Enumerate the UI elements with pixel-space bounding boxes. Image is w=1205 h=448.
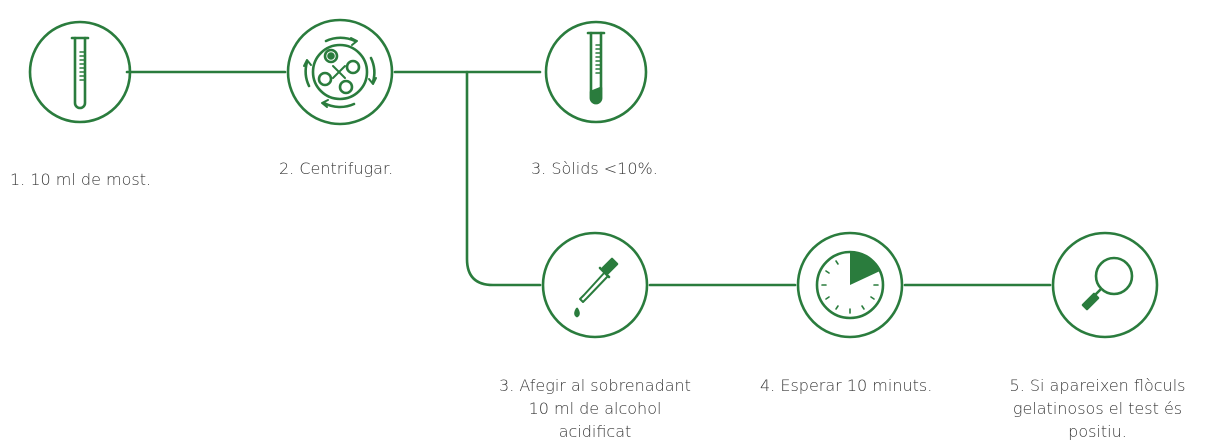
step-label-6-line-3: positiu. xyxy=(1068,422,1127,441)
timer-icon xyxy=(815,250,885,320)
step-label-1: 1. 10 ml de most. xyxy=(10,170,152,189)
connector-branch xyxy=(465,70,542,287)
step-label-4-line-3: acidificat xyxy=(558,422,632,441)
step-node-3 xyxy=(544,20,648,124)
step-label-6: 5. Si apareixen flòculs gelatinosos el t… xyxy=(990,374,1205,443)
step-label-5: 4. Esperar 10 minuts. xyxy=(760,376,933,395)
step-node-1 xyxy=(28,20,132,124)
pipette-dropper-icon xyxy=(574,257,619,318)
step-label-2: 2. Centrifugar. xyxy=(279,159,394,178)
step-node-6 xyxy=(1051,231,1159,339)
step-label-6-line-1: 5. Si apareixen flòculs xyxy=(1009,376,1186,395)
step-label-3: 3. Sòlids <10%. xyxy=(531,159,658,178)
step-label-4-line-1: 3. Afegir al sobrenadant xyxy=(499,376,691,395)
step-node-2 xyxy=(286,18,394,126)
magnifier-icon xyxy=(1081,256,1134,311)
step-label-6-line-2: gelatinosos el test és xyxy=(1012,399,1183,418)
centrifuge-icon xyxy=(303,36,377,109)
test-tube-empty-icon xyxy=(70,36,90,110)
step-label-4: 3. Afegir al sobrenadant 10 ml de alcoho… xyxy=(480,374,710,443)
step-label-4-line-2: 10 ml de alcohol xyxy=(528,399,662,418)
step-node-5 xyxy=(796,231,904,339)
test-tube-sediment-icon xyxy=(586,31,606,105)
step-node-4 xyxy=(541,231,649,339)
